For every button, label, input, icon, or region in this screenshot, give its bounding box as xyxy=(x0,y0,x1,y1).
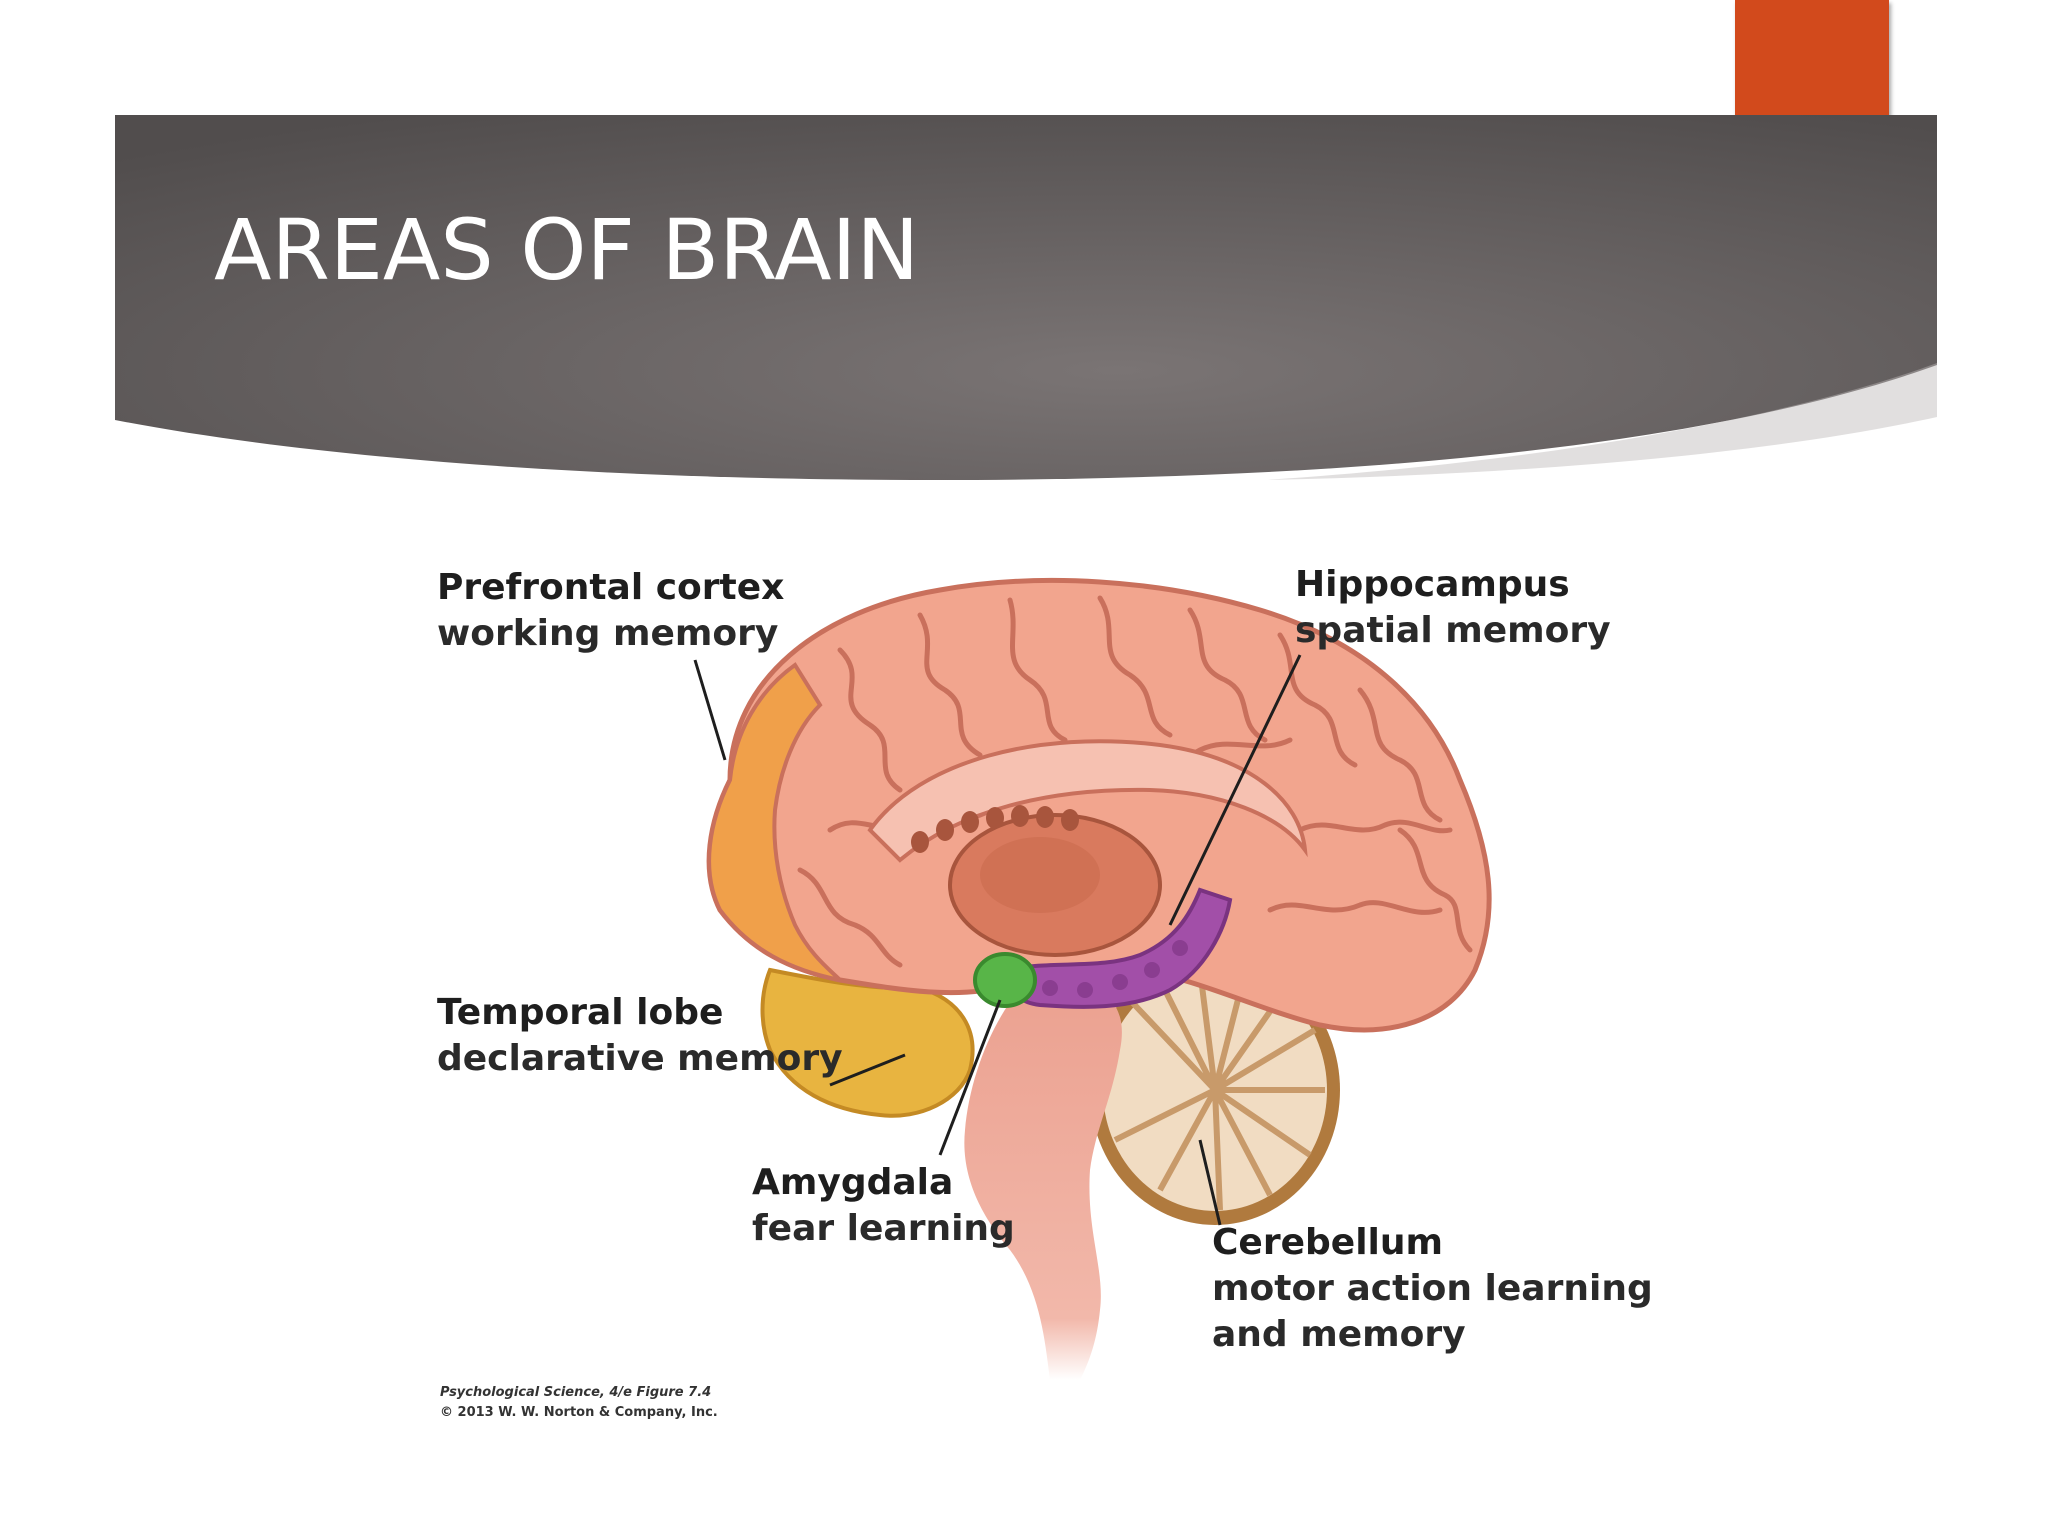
temporal-lobe-function: declarative memory xyxy=(437,1038,843,1079)
credit-source: Psychological Science, 4/e Figure 7.4 xyxy=(440,1385,712,1400)
ventricle-dots xyxy=(911,805,1079,853)
label-amygdala: Amygdala fear learning xyxy=(752,1160,1015,1252)
cerebellum-name: Cerebellum xyxy=(1212,1222,1444,1263)
slide-title: AREAS OF BRAIN xyxy=(214,201,920,299)
hippocampus-ridges xyxy=(1042,940,1188,998)
brain-illustration xyxy=(693,577,1492,1380)
cerebellum-leader xyxy=(1198,1139,1222,1226)
temporal-lobe-name: Temporal lobe xyxy=(437,992,724,1033)
title-banner-shape xyxy=(115,115,1937,480)
cerebellum-function-line2: and memory xyxy=(1212,1314,1466,1355)
leader-lines xyxy=(693,654,1302,1226)
cerebellum-function-line1: motor action learning xyxy=(1212,1268,1653,1309)
hippocampus-name: Hippocampus xyxy=(1295,564,1570,605)
credit-copyright: © 2013 W. W. Norton & Company, Inc. xyxy=(440,1405,718,1420)
prefrontal-cortex-name: Prefrontal cortex xyxy=(437,567,785,608)
hippocampus-shape xyxy=(1007,887,1233,1009)
amygdala-function: fear learning xyxy=(752,1208,1015,1249)
label-cerebellum: Cerebellum motor action learning and mem… xyxy=(1212,1220,1653,1358)
prefrontal-cortex-shape xyxy=(707,662,847,984)
prefrontal-cortex-function: working memory xyxy=(437,613,779,654)
cerebellum-shape xyxy=(1090,955,1340,1225)
figure-credit: Psychological Science, 4/e Figure 7.4 © … xyxy=(440,1383,718,1423)
label-temporal-lobe: Temporal lobe declarative memory xyxy=(437,990,843,1082)
amygdala-name: Amygdala xyxy=(752,1162,954,1203)
label-hippocampus: Hippocampus spatial memory xyxy=(1295,562,1611,654)
hippocampus-leader xyxy=(1168,654,1302,926)
brain-diagram: Prefrontal cortex working memory Hippoca… xyxy=(400,530,1720,1450)
prefrontal-leader xyxy=(693,659,727,761)
temporal-leader xyxy=(829,1053,906,1087)
amygdala-leader xyxy=(938,999,1002,1156)
label-prefrontal-cortex: Prefrontal cortex working memory xyxy=(437,565,784,657)
hippocampus-function: spatial memory xyxy=(1295,610,1611,651)
amygdala-shape xyxy=(973,952,1037,1008)
brainstem-shape xyxy=(964,970,1122,1380)
corpus-callosum-shape xyxy=(867,739,1308,863)
title-banner xyxy=(115,115,1937,485)
